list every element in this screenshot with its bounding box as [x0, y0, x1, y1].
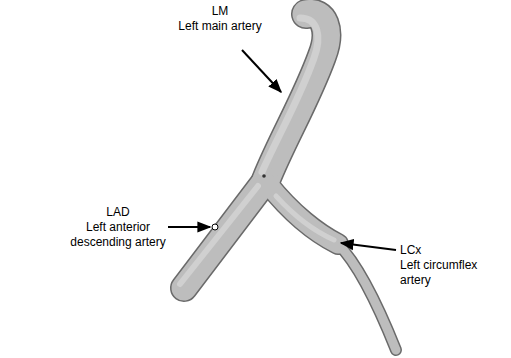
abbreviation: LM	[160, 4, 280, 19]
centerline-point	[262, 174, 266, 178]
measure-point	[212, 224, 218, 230]
leader-arrow	[341, 243, 396, 250]
part-name: Left main artery	[160, 19, 280, 34]
abbreviation: LAD	[62, 205, 174, 220]
abbreviation: LCx	[400, 243, 498, 258]
vessel-tree	[180, 13, 396, 350]
leader-arrow	[242, 50, 281, 92]
part-name: Left circumflex artery	[400, 258, 498, 288]
part-name: Left anterior descending artery	[62, 220, 174, 250]
leader-arrow	[168, 226, 210, 228]
